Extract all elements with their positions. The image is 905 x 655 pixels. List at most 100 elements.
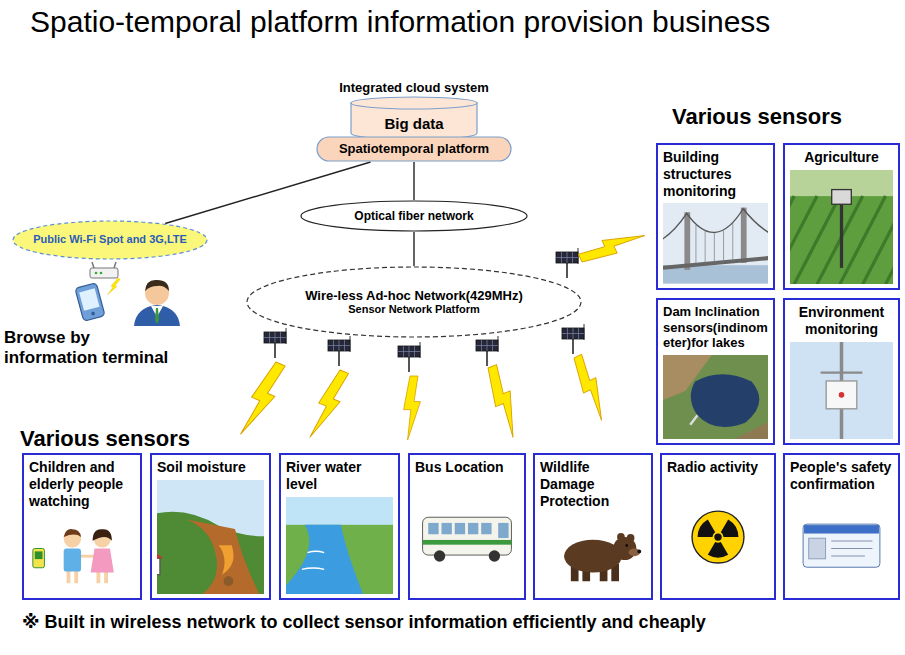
label-slot: Integrated cloud system	[316, 78, 512, 96]
picture-part	[302, 551, 324, 569]
picture-part	[803, 524, 880, 567]
picture-part	[423, 540, 512, 545]
picture-part	[33, 549, 45, 568]
picture-part	[286, 497, 393, 525]
lightning-bolt	[568, 353, 614, 422]
node-title: Wire-less Ad-hoc Network(429MHz)	[305, 288, 523, 304]
picture-part	[35, 552, 43, 560]
router-body	[90, 268, 118, 278]
picture-part	[831, 555, 865, 556]
label-slot: Browse by information terminal	[4, 328, 182, 369]
section-heading: Various sensors	[20, 426, 190, 452]
sensor-box: Agriculture	[783, 143, 900, 290]
network-ellipse: Optical fiber network	[300, 200, 528, 232]
picture-part	[790, 196, 817, 284]
picture-part	[691, 374, 760, 427]
picture-part	[428, 523, 438, 534]
picture-part	[13, 221, 207, 259]
router-led	[100, 272, 103, 275]
sensor-box: River water level	[279, 453, 400, 600]
sensor-box: Wildlife Damage Protection	[533, 453, 653, 600]
phone-screen	[79, 288, 99, 310]
sensor-box: Environment monitoring	[783, 298, 900, 445]
page-title: Spatio-temporal platform information pro…	[30, 4, 770, 40]
picture-part	[708, 542, 728, 558]
node-title: River water level	[286, 459, 393, 493]
node-title: Public Wi-Fi Spot and 3G,LTE	[33, 233, 187, 246]
picture-part	[821, 371, 863, 373]
connector-line	[413, 162, 414, 200]
label-slot: ※ Built in wireless network to collect s…	[22, 612, 902, 634]
antenna-icon	[556, 248, 578, 278]
node-title: Children and elderly people watching	[29, 459, 135, 509]
sensor-box: People's safety confirmation	[783, 453, 900, 600]
node-title: Big data	[384, 115, 443, 133]
picture-part	[629, 549, 641, 557]
picture-part	[663, 355, 768, 439]
router-icon	[90, 262, 118, 278]
picture-part	[809, 538, 826, 559]
antenna-icon	[562, 324, 584, 354]
network-ellipse: Wire-less Ad-hoc Network(429MHz)Sensor N…	[246, 266, 582, 338]
picture-part	[79, 555, 94, 558]
sensor-picture	[663, 355, 768, 439]
sensor-picture	[415, 480, 519, 594]
picture-part	[247, 267, 581, 337]
node-title: Spatiotemporal platform	[339, 141, 489, 157]
sensor-box: Building structures monitoring	[656, 143, 775, 290]
sensor-picture	[540, 513, 646, 594]
database-cylinder: Big data	[350, 96, 478, 140]
sensor-picture	[790, 497, 893, 594]
lightning-bolt	[306, 367, 351, 442]
lightning-bolt	[481, 364, 526, 439]
picture-part	[684, 213, 690, 271]
picture-part	[794, 196, 840, 284]
picture-part	[790, 170, 893, 284]
picture-part	[434, 550, 445, 561]
picture-part	[723, 231, 724, 263]
sensor-picture	[790, 342, 893, 439]
label-slot: Spatio-temporal platform information pro…	[30, 4, 900, 40]
node-title: Agriculture	[790, 149, 893, 166]
label-slot: Various sensors	[20, 426, 260, 452]
picture-part	[721, 519, 739, 537]
picture-part	[489, 550, 500, 561]
picture-part	[564, 540, 622, 573]
person-hair	[145, 280, 169, 291]
sensor-picture	[663, 203, 768, 284]
picture-part	[840, 196, 886, 284]
picture-part	[663, 209, 768, 245]
antenna-icon	[398, 342, 420, 372]
sensor-picture	[667, 480, 769, 594]
node-title: People's safety confirmation	[790, 459, 893, 493]
phone-button	[91, 311, 95, 315]
picture-part	[317, 137, 511, 161]
picture-part	[714, 233, 715, 263]
picture-part	[93, 530, 112, 542]
lightning-bolt	[106, 277, 121, 297]
network-ellipse: Public Wi-Fi Spot and 3G,LTE	[12, 220, 208, 260]
picture-part	[886, 196, 893, 284]
picture-part	[839, 392, 845, 398]
phone-icon	[75, 283, 105, 322]
sensor-box: Dam Inclination sensors(indinometer)for …	[656, 298, 775, 445]
picture-part	[455, 523, 465, 534]
picture-part	[64, 549, 81, 572]
picture-part	[423, 517, 512, 555]
node-subtitle: Sensor Network Platform	[348, 303, 479, 316]
label-slot: Various sensors	[672, 104, 900, 130]
lightning-bolt	[404, 376, 421, 440]
picture-part	[286, 524, 363, 594]
picture-part	[692, 511, 744, 563]
picture-part	[741, 208, 747, 263]
node-title: Dam Inclination sensors(indinometer)for …	[663, 304, 768, 351]
picture-part	[91, 549, 114, 573]
sensor-box: Soil moisture	[150, 453, 271, 600]
picture-part	[224, 576, 234, 586]
picture-part	[663, 258, 768, 270]
picture-part	[832, 189, 852, 204]
picture-part	[64, 530, 81, 538]
sensor-box: Children and elderly people watching	[22, 453, 142, 600]
picture-part	[863, 196, 893, 284]
